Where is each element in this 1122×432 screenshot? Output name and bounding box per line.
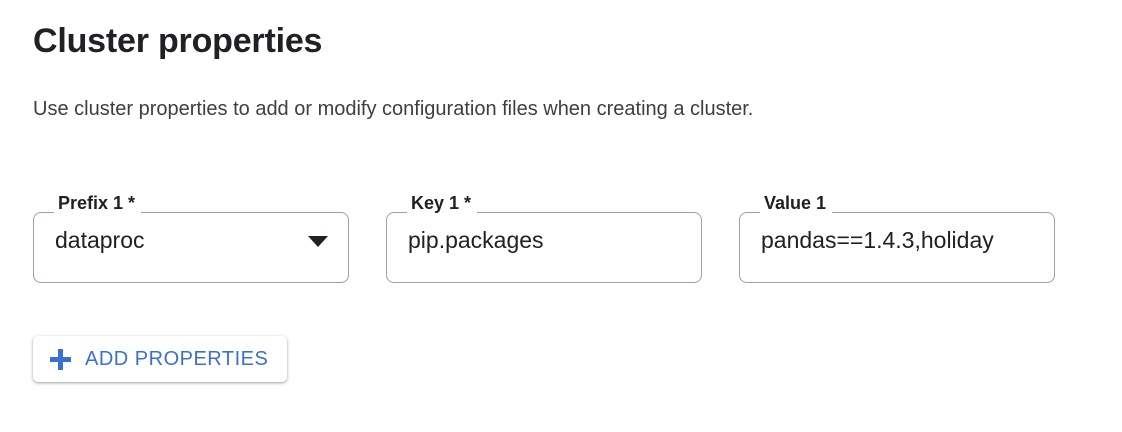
value-field-label: Value 1 bbox=[764, 193, 827, 213]
key-field-value[interactable]: pip.packages bbox=[408, 227, 544, 253]
properties-fields-row: Prefix 1 * Prefix 1 * dataproc Key 1 * K… bbox=[33, 193, 1093, 285]
page-title: Cluster properties bbox=[33, 22, 323, 60]
page-subtitle: Use cluster properties to add or modify … bbox=[33, 98, 754, 120]
key-field[interactable]: Key 1 * Key 1 * pip.packages bbox=[386, 193, 702, 283]
add-properties-button[interactable]: ADD PROPERTIES bbox=[33, 336, 288, 382]
value-field[interactable]: Value 1 Value 1 pandas==1.4.3,holiday bbox=[739, 193, 1055, 283]
plus-icon bbox=[50, 348, 71, 370]
value-field-value[interactable]: pandas==1.4.3,holiday bbox=[761, 227, 994, 253]
key-field-label: Key 1 * bbox=[411, 193, 472, 213]
prefix-field-label: Prefix 1 * bbox=[58, 193, 136, 213]
prefix-field[interactable]: Prefix 1 * Prefix 1 * dataproc bbox=[33, 193, 349, 283]
prefix-field-value[interactable]: dataproc bbox=[55, 227, 145, 253]
add-properties-button-label: ADD PROPERTIES bbox=[85, 347, 269, 370]
chevron-down-icon[interactable] bbox=[308, 236, 328, 247]
